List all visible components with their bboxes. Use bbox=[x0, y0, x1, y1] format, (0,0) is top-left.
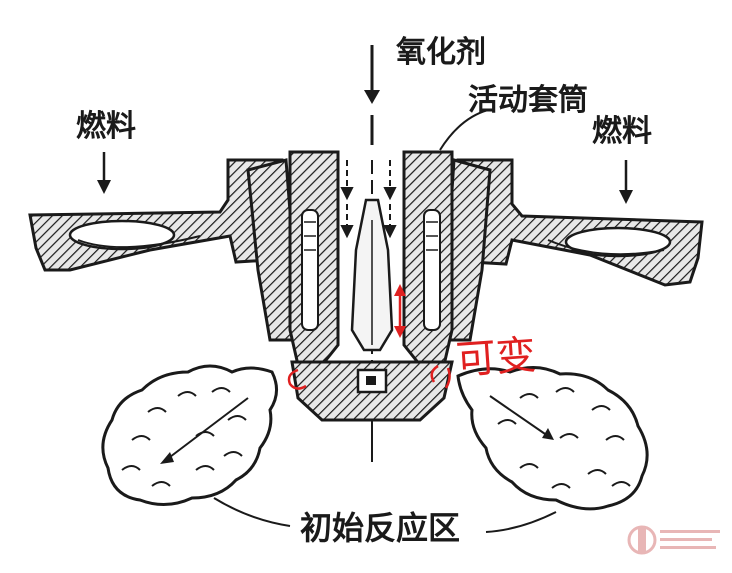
zone-leader-lines bbox=[213, 497, 557, 533]
oxidizer-inlet-arrow bbox=[364, 45, 380, 104]
central-pintle bbox=[350, 198, 394, 352]
left-reaction-zone bbox=[101, 364, 278, 506]
right-spray-arrow bbox=[489, 395, 554, 440]
fuel-label-right: 燃料 bbox=[592, 114, 652, 149]
initial-reaction-zone-label: 初始反应区 bbox=[300, 509, 461, 547]
red-variable-gap-annotation bbox=[287, 284, 451, 390]
fuel-inlet-arrow-left bbox=[97, 152, 111, 194]
left-spray-arrow bbox=[160, 397, 249, 464]
oxidizer-flow-arrows bbox=[340, 160, 397, 239]
sliding-sleeve-label: 活动套筒 bbox=[468, 83, 588, 118]
sleeve-leader-line bbox=[439, 109, 489, 151]
left-outer-body bbox=[246, 158, 302, 342]
right-outer-body bbox=[440, 158, 492, 342]
fuel-inlet-arrow-right bbox=[619, 160, 633, 204]
site-logo-icon bbox=[627, 525, 720, 555]
left-fuel-manifold bbox=[28, 158, 284, 272]
pintle-head bbox=[290, 360, 454, 462]
right-fuel-manifold bbox=[456, 158, 704, 287]
sliding-sleeve-left bbox=[288, 150, 340, 367]
sliding-sleeve-right bbox=[402, 150, 454, 367]
fuel-label-left: 燃料 bbox=[76, 109, 136, 144]
handwritten-variable-label: 可变 bbox=[454, 332, 538, 384]
oxidizer-label: 氧化剂 bbox=[396, 35, 486, 70]
